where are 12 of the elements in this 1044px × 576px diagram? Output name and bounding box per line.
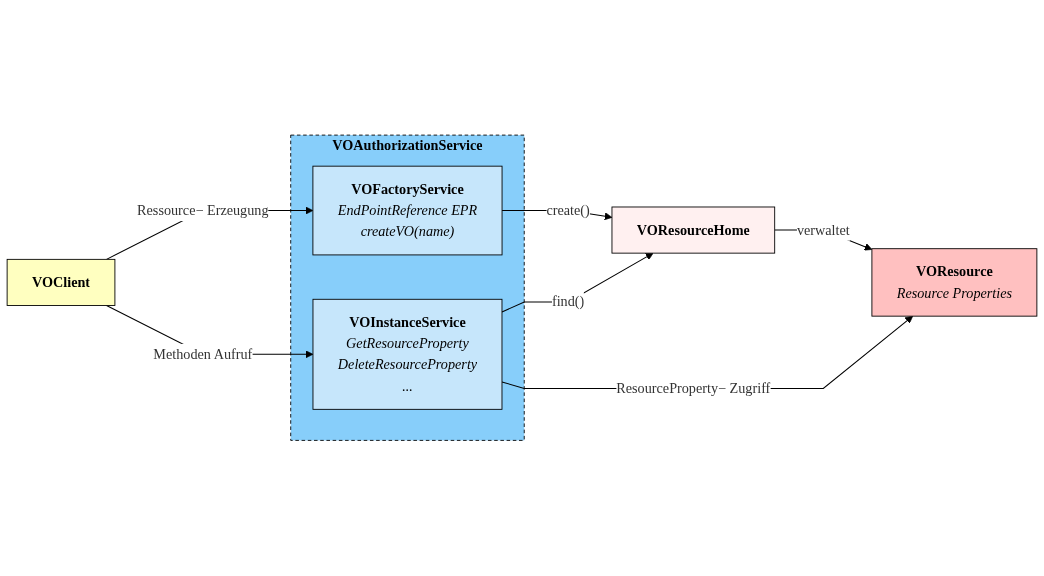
- edge-label: Methoden Aufruf: [153, 346, 253, 362]
- node-box: VOResource Resource Properties: [871, 248, 1038, 317]
- node-box: VOResourceHome: [611, 206, 776, 254]
- arrow: [501, 253, 654, 313]
- edge-label: ResourceProperty− Zugriff: [616, 380, 771, 396]
- edge-label: find(): [551, 294, 585, 310]
- edge-label: Ressource− Erzeugung: [137, 202, 269, 218]
- edge-label: verwaltet: [796, 222, 850, 238]
- edge-label: create(): [546, 202, 590, 218]
- node-box: VOFactoryService EndPointReference EPR createVO(name): [312, 165, 503, 256]
- node-box: VOClient: [6, 259, 116, 307]
- node-box: VOInstanceService GetResourceProperty DeleteResourceProperty ...: [312, 299, 503, 411]
